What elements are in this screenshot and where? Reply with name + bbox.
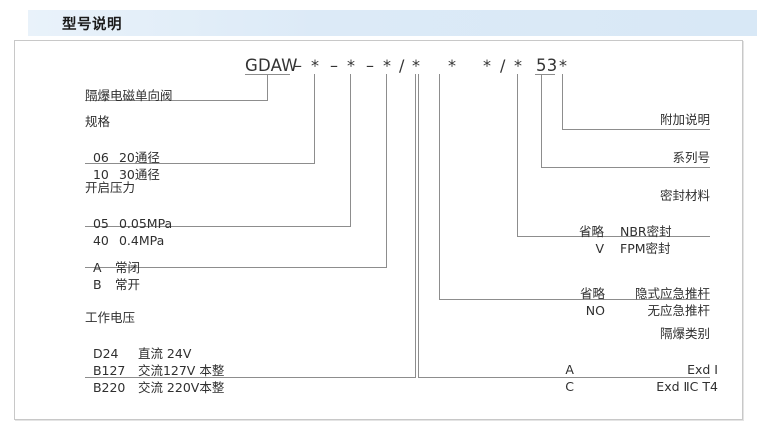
row-pushrod-1-code: NO: [585, 303, 605, 318]
leader-line-additional-vertical: [562, 74, 563, 129]
row-specification-0-desc: 20通径: [118, 150, 160, 165]
row-valve-state-0-code: A: [92, 260, 102, 275]
leader-line-specification-horizontal: [85, 163, 315, 164]
model-token-slash-1: /: [399, 56, 405, 75]
row-explosion-class-1-code: C: [565, 379, 574, 394]
row-pressure-1: 40 0.4MPa: [85, 212, 164, 250]
row-pressure-1-code: 40: [92, 233, 109, 248]
row-voltage-1: B127 交流127V 本整: [85, 342, 224, 380]
model-code-line: GDAW – * – * – * / * * * / * 53 *: [0, 56, 757, 78]
leader-line-additional-horizontal: [562, 129, 710, 130]
row-specification-0: 06 20通径: [85, 129, 160, 167]
row-voltage-1-desc: 交流127V 本整: [137, 363, 225, 378]
row-voltage-1-code: B127: [92, 363, 126, 378]
label-series-number: 系列号: [672, 150, 710, 165]
model-token-star-2: *: [347, 56, 355, 75]
leader-line-pushrod-horizontal: [439, 299, 710, 300]
leader-line-valve-state-vertical: [386, 74, 387, 267]
label-specification-title: 规格: [85, 114, 111, 129]
row-valve-state-1: B 常开: [85, 256, 140, 294]
leader-line-valve-state-horizontal: [85, 267, 387, 268]
row-voltage-0: D24 直流 24V: [85, 325, 191, 363]
model-underline-53: [535, 74, 555, 75]
section-header-bar: [28, 10, 757, 36]
row-voltage-2-code: B220: [92, 380, 126, 395]
label-additional-description: 附加说明: [659, 112, 710, 127]
leader-line-voltage-horizontal: [85, 377, 416, 378]
label-voltage-title: 工作电压: [85, 310, 136, 325]
leader-line-pressure-vertical: [350, 74, 351, 226]
row-specification-1: 10 30通径: [85, 146, 160, 184]
row-valve-state-1-desc: 常开: [114, 277, 140, 292]
underline-product-name: [85, 100, 268, 101]
row-pressure-0-code: 05: [92, 216, 109, 231]
row-seal-0: 省略 NBR密封: [520, 203, 710, 241]
model-token-dash-1: –: [294, 56, 302, 75]
model-token-star-5: *: [448, 56, 456, 75]
row-voltage-0-code: D24: [92, 346, 119, 361]
row-pushrod-0-code: 省略: [579, 286, 605, 301]
leader-line-specification-vertical: [314, 74, 315, 163]
row-pushrod-0-desc: 隐式应急推杆: [634, 286, 710, 301]
leader-line-explosion-class-horizontal: [418, 377, 710, 378]
row-valve-state-0-desc: 常闭: [114, 260, 140, 275]
row-seal-0-desc: NBR密封: [620, 224, 672, 239]
leader-line-product-name-vertical: [267, 74, 268, 100]
row-pushrod-0: 省略 隐式应急推杆: [520, 265, 710, 303]
leader-line-pressure-horizontal: [85, 226, 351, 227]
model-token-dash-3: –: [366, 56, 374, 75]
leader-line-explosion-class-vertical: [418, 74, 419, 377]
leader-line-series-vertical: [541, 74, 542, 167]
row-valve-state-1-code: B: [92, 277, 102, 292]
leader-line-series-horizontal: [541, 167, 710, 168]
row-seal-1-code: V: [595, 241, 604, 256]
row-explosion-class-0: A Exd Ⅰ: [520, 341, 718, 379]
row-voltage-2: B220 交流 220V本整: [85, 359, 224, 397]
model-token-dash-2: –: [330, 56, 338, 75]
label-product-name: 隔爆电磁单向阀: [85, 88, 173, 103]
model-token-star-4: *: [412, 56, 420, 75]
row-seal-1: V FPM密封: [520, 220, 710, 258]
row-valve-state-0: A 常闭: [85, 239, 140, 277]
row-explosion-class-1-desc: Exd ⅡC T4: [656, 379, 718, 394]
row-specification-1-desc: 30通径: [118, 167, 160, 182]
row-voltage-2-desc: 交流 220V本整: [137, 380, 225, 395]
row-pressure-0: 05 0.05MPa: [85, 195, 172, 233]
page-title: 型号说明: [62, 17, 122, 33]
row-explosion-class-0-desc: Exd Ⅰ: [687, 362, 718, 377]
model-token-star-6: *: [483, 56, 491, 75]
row-explosion-class-0-code: A: [565, 362, 574, 377]
label-pressure-title: 开启压力: [85, 180, 136, 195]
model-token-star-1: *: [311, 56, 319, 75]
row-specification-0-code: 06: [92, 150, 109, 165]
model-token-star-3: *: [383, 56, 391, 75]
row-pressure-0-desc: 0.05MPa: [118, 216, 173, 231]
row-pressure-1-desc: 0.4MPa: [118, 233, 165, 248]
row-pushrod-1: NO 无应急推杆: [520, 282, 710, 320]
leader-line-seal-vertical: [517, 74, 518, 236]
row-pushrod-1-desc: 无应急推杆: [647, 303, 710, 318]
row-seal-0-code: 省略: [578, 224, 604, 239]
row-voltage-0-desc: 直流 24V: [137, 346, 192, 361]
leader-line-voltage-vertical: [415, 74, 416, 377]
leader-line-seal-horizontal: [517, 236, 710, 237]
label-explosion-class-title: 隔爆类别: [659, 326, 710, 341]
diagram-frame: [14, 40, 743, 420]
model-token-star-8: *: [559, 56, 567, 75]
model-token-53: 53: [536, 56, 558, 75]
model-token-slash-2: /: [500, 56, 506, 75]
row-specification-1-code: 10: [92, 167, 109, 182]
model-token-star-7: *: [514, 56, 522, 75]
leader-line-pushrod-vertical: [439, 74, 440, 299]
row-explosion-class-1: C Exd ⅡC T4: [520, 358, 718, 396]
label-seal-material-title: 密封材料: [659, 188, 710, 203]
row-seal-1-desc: FPM密封: [620, 241, 671, 256]
model-token-gdaw: GDAW: [245, 56, 298, 75]
